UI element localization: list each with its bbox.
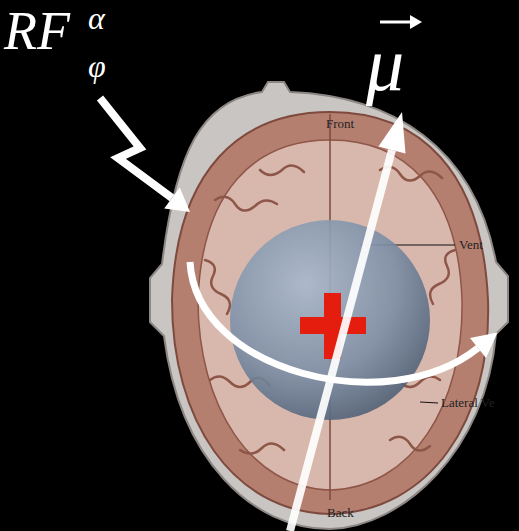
rf-symbol: RF [4,4,70,58]
rf-pulse-arrow [100,98,190,212]
leader-line [420,402,438,403]
rf-superscript: α [88,2,105,34]
anatomy-label: Vent [459,238,483,251]
precession-arrow [190,262,498,382]
rf-subscript: φ [88,50,106,82]
anatomy-label: Lateral Ve [441,396,495,409]
brain [172,112,488,514]
anatomy-label: Back [327,506,354,519]
anatomy-label: Front [326,117,354,130]
moment-arrow [290,112,406,531]
head-outline [150,82,508,529]
moment-symbol: μ [366,26,404,102]
